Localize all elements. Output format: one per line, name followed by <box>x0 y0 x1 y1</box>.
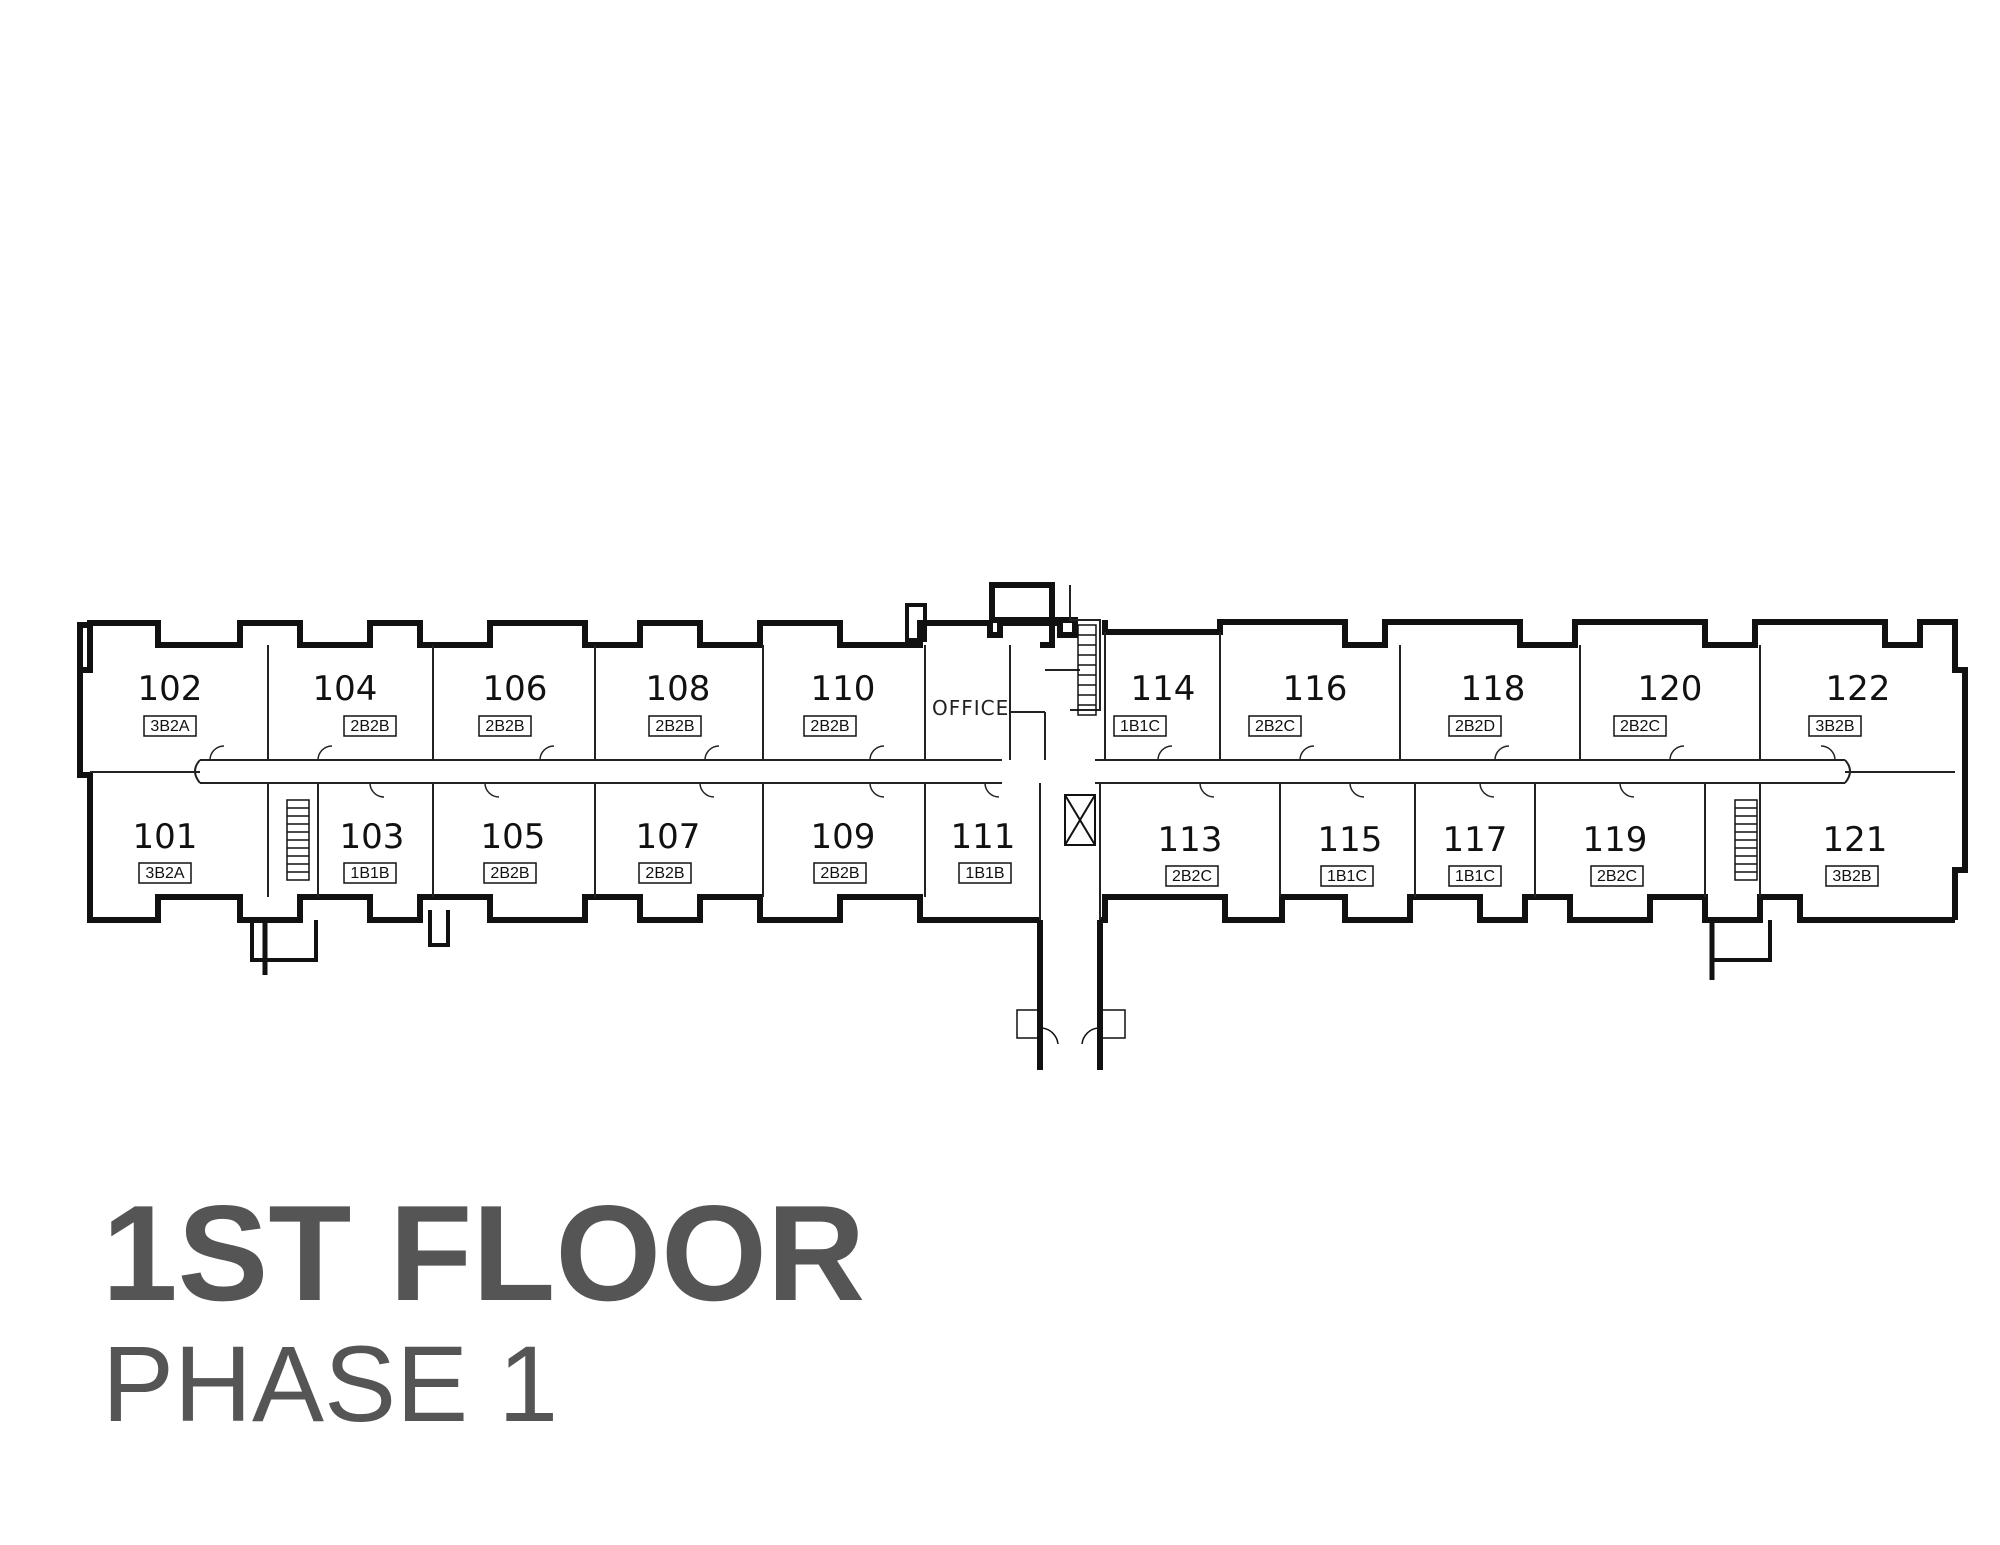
unit-type-box <box>143 715 197 737</box>
unit-type-box <box>1590 865 1644 887</box>
unit-type: 2B2B <box>655 718 694 735</box>
unit-type-box <box>478 715 532 737</box>
unit-type-box <box>343 715 397 737</box>
unit-type: 3B2B <box>1815 718 1854 735</box>
unit-type-box <box>343 862 397 884</box>
unit-doors <box>209 745 1836 798</box>
building-outline <box>77 582 1968 1070</box>
elevator <box>1064 794 1096 846</box>
unit-walls <box>90 585 1955 897</box>
unit-type: 2B2C <box>1620 718 1660 735</box>
unit-type: 3B2B <box>1832 868 1871 885</box>
unit-number: 104 <box>313 669 378 709</box>
office-label: OFFICE <box>932 696 1009 720</box>
unit-number: 120 <box>1638 669 1703 709</box>
unit-type: 3B2A <box>145 865 184 882</box>
unit-number: 113 <box>1158 820 1223 860</box>
unit-type: 2B2B <box>350 718 389 735</box>
unit-type-box <box>1248 715 1302 737</box>
stairs-central <box>1077 624 1097 716</box>
unit-type: 2B2B <box>485 718 524 735</box>
phase-subtitle: PHASE 1 <box>102 1323 559 1444</box>
unit-number: 119 <box>1583 820 1648 860</box>
unit-type: 1B1C <box>1120 718 1160 735</box>
unit-type-box <box>648 715 702 737</box>
unit-number: 106 <box>483 669 548 709</box>
unit-type-box <box>803 715 857 737</box>
unit-number: 107 <box>636 817 701 857</box>
unit-type-box <box>1613 715 1667 737</box>
stairs-west <box>286 799 310 881</box>
unit-type-box <box>958 862 1012 884</box>
unit-number: 121 <box>1823 820 1888 860</box>
unit-type-box <box>483 862 537 884</box>
unit-number: 122 <box>1826 669 1891 709</box>
unit-type: 1B1B <box>965 865 1004 882</box>
unit-type-box <box>1825 865 1879 887</box>
unit-number: 116 <box>1283 669 1348 709</box>
unit-type: 1B1C <box>1455 868 1495 885</box>
unit-number: 117 <box>1443 820 1508 860</box>
unit-type: 2B2B <box>490 865 529 882</box>
unit-number: 101 <box>133 817 198 857</box>
unit-type: 2B2C <box>1255 718 1295 735</box>
unit-number: 105 <box>481 817 546 857</box>
stairs-east <box>1734 799 1758 881</box>
unit-labels: 102 3B2A 104 2B2B 106 2B2B 108 2B2B 110 2B2B 114 1B… <box>133 669 1891 887</box>
unit-type-box <box>1448 865 1502 887</box>
unit-type-box <box>1165 865 1219 887</box>
unit-type-box <box>638 862 692 884</box>
unit-type-box <box>1808 715 1862 737</box>
unit-number: 114 <box>1131 669 1196 709</box>
unit-type: 3B2A <box>150 718 189 735</box>
unit-type-box <box>1320 865 1374 887</box>
unit-type: 2B2B <box>645 865 684 882</box>
unit-type: 2B2B <box>810 718 849 735</box>
unit-number: 102 <box>138 669 203 709</box>
unit-type-box <box>813 862 867 884</box>
floor-title: 1ST FLOOR <box>102 1177 866 1329</box>
unit-type: 2B2D <box>1455 718 1495 735</box>
unit-number: 110 <box>811 669 876 709</box>
unit-type: 2B2C <box>1597 868 1637 885</box>
unit-type: 1B1B <box>350 865 389 882</box>
unit-type-box <box>1448 715 1502 737</box>
unit-type-box <box>138 862 192 884</box>
unit-number: 109 <box>811 817 876 857</box>
unit-number: 111 <box>951 817 1016 857</box>
unit-number: 115 <box>1318 820 1383 860</box>
unit-number: 108 <box>646 669 711 709</box>
unit-type: 2B2C <box>1172 868 1212 885</box>
entry-vestibule <box>1016 1009 1126 1070</box>
unit-number: 118 <box>1461 669 1526 709</box>
unit-type: 2B2B <box>820 865 859 882</box>
unit-type-box <box>1113 715 1167 737</box>
unit-type: 1B1C <box>1327 868 1367 885</box>
unit-number: 103 <box>340 817 405 857</box>
